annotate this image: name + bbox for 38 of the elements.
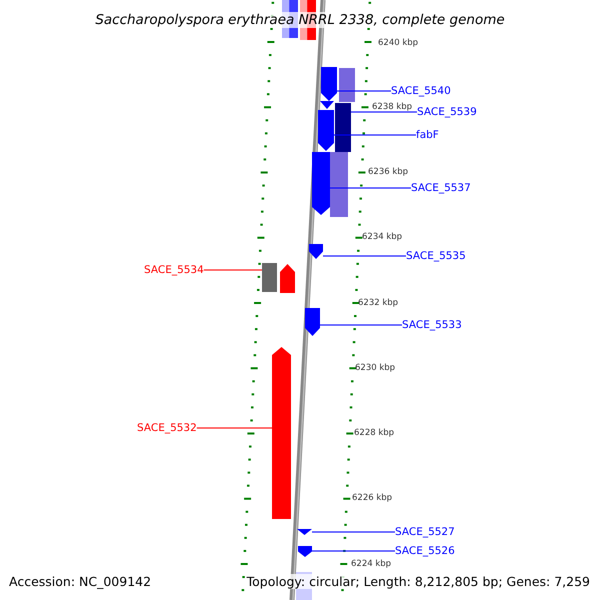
- gene-wedge: [297, 529, 312, 535]
- gene-bar: [339, 68, 355, 102]
- leader-line: [336, 90, 392, 92]
- leader-line: [312, 550, 396, 552]
- gene-feature: [309, 244, 323, 259]
- leader-line: [334, 134, 416, 136]
- gene-label: SACE_5537: [411, 182, 471, 194]
- gene-label: SACE_5539: [417, 106, 477, 118]
- gene-label: SACE_5533: [402, 319, 462, 331]
- gene-bar: [262, 263, 277, 292]
- scale-label: 6232 kbp: [358, 298, 398, 308]
- title: Saccharopolyspora erythraea NRRL 2338, complete genome: [95, 12, 505, 28]
- gene-wedge: [320, 101, 334, 109]
- gene-feature: [312, 152, 330, 215]
- gene-label: SACE_5527: [395, 526, 455, 538]
- scale-label: 6224 kbp: [351, 559, 392, 569]
- gene-label: SACE_5532: [137, 422, 197, 434]
- gene-bar: [330, 152, 348, 217]
- gene-label: SACE_5526: [395, 545, 455, 557]
- gene-bar: [335, 103, 351, 152]
- scale-label: 6236 kbp: [368, 167, 408, 177]
- info-text: Topology: circular; Length: 8,212,805 bp; Genes: 7,259: [246, 574, 590, 589]
- info-text: Accession: NC_009142: [9, 574, 152, 589]
- scale-label: 6230 kbp: [355, 363, 396, 373]
- scale-label: 6238 kbp: [372, 102, 412, 112]
- gene-feature: [272, 347, 291, 519]
- gene-label: SACE_5534: [144, 264, 204, 276]
- gene-feature: [305, 308, 320, 336]
- gene-label: SACE_5535: [406, 250, 466, 262]
- scale-label: 6226 kbp: [352, 493, 392, 503]
- gene-label: fabF: [416, 129, 439, 141]
- scale-label: 6240 kbp: [378, 38, 418, 48]
- gene-feature: [298, 546, 312, 557]
- gene-feature: [280, 264, 295, 293]
- scale-label: 6228 kbp: [354, 428, 394, 438]
- gene-label: SACE_5540: [391, 85, 451, 97]
- leader-line: [320, 324, 402, 326]
- scale-label: 6234 kbp: [362, 232, 402, 242]
